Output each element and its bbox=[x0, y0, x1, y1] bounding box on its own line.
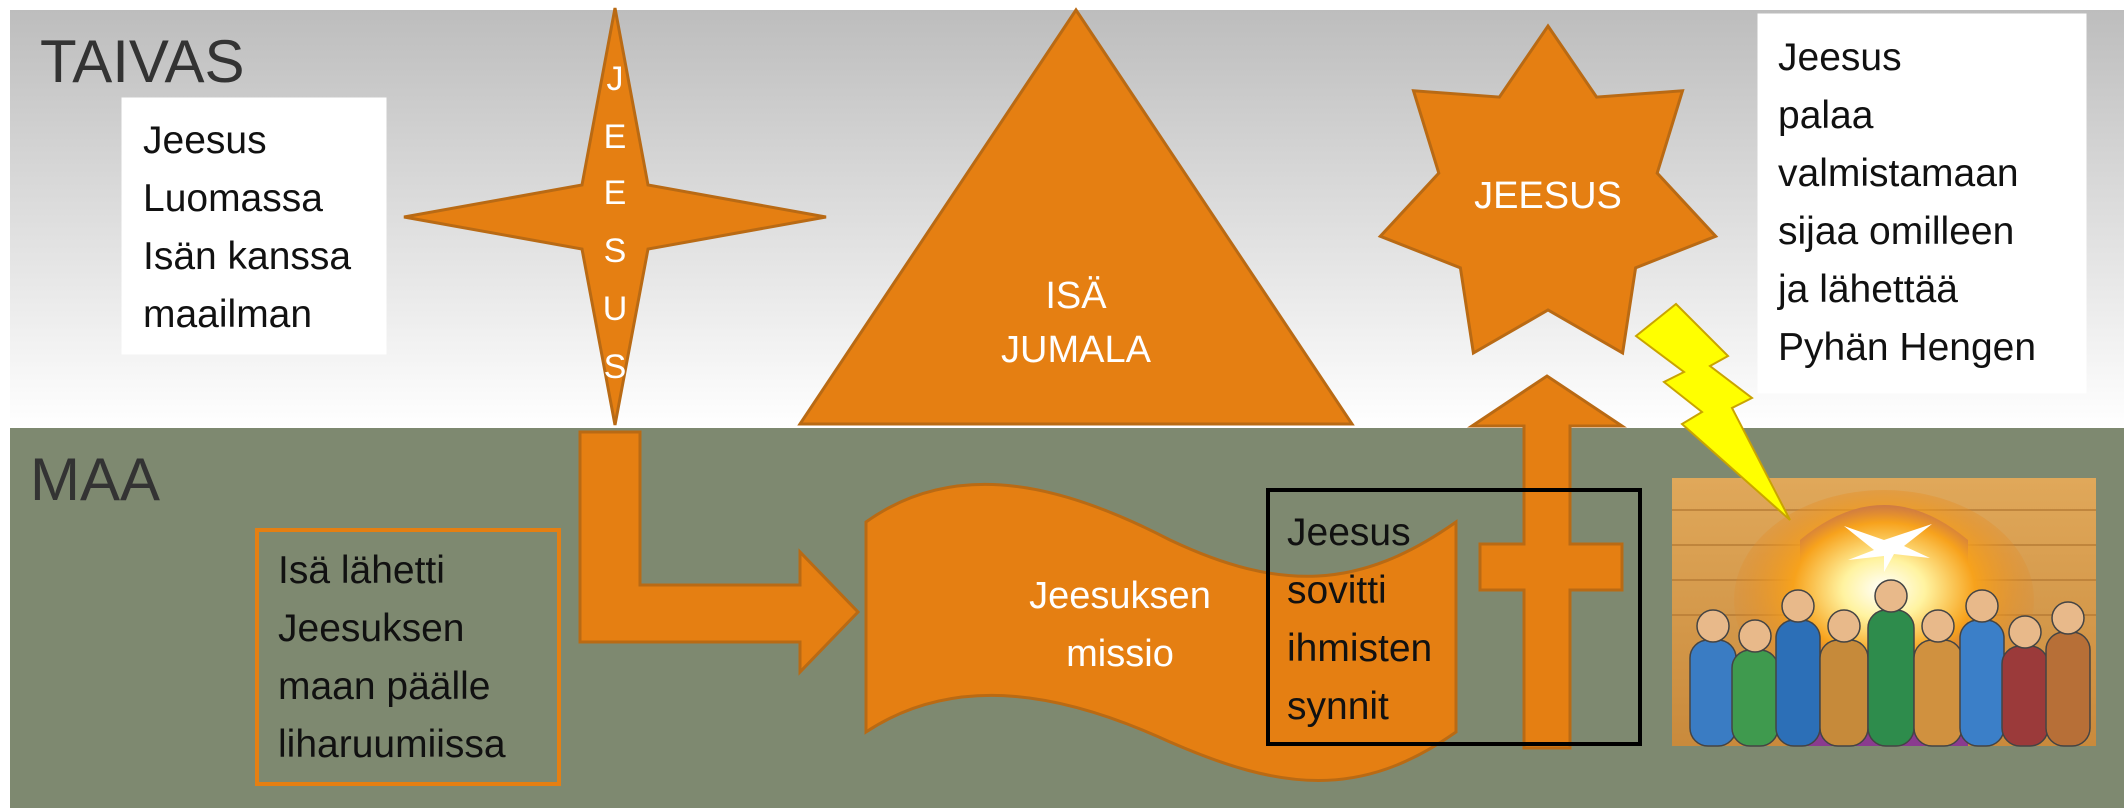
star-letter-1: J bbox=[607, 60, 624, 98]
lightning-bolt bbox=[1634, 302, 1791, 521]
return-line: Jeesus bbox=[1778, 36, 1902, 79]
atonement-box bbox=[1266, 488, 1642, 746]
cross-arrow bbox=[1467, 374, 1627, 750]
creation-line: Jeesus bbox=[143, 119, 267, 162]
creation-line: maailman bbox=[143, 293, 313, 336]
triangle-line-2: JUMALA bbox=[1001, 329, 1152, 371]
triangle-line-1: ISÄ bbox=[1045, 275, 1107, 317]
star-letter-3: E bbox=[604, 174, 627, 212]
sent-line: maan päälle bbox=[278, 665, 491, 708]
atonement-line: synnit bbox=[1287, 685, 1389, 728]
creation-line: Isän kanssa bbox=[143, 235, 352, 278]
atonement-text: Jeesus sovitti ihmisten synnit bbox=[1287, 504, 1432, 736]
atonement-line: Jeesus bbox=[1287, 511, 1411, 554]
star-letter-5: U bbox=[603, 290, 628, 328]
return-line: valmistamaan bbox=[1778, 152, 2019, 195]
sun-label: JEESUS bbox=[1474, 175, 1622, 217]
banner-line-1: Jeesuksen bbox=[1029, 575, 1211, 617]
heaven-label: TAIVAS bbox=[40, 28, 245, 95]
sent-line: Isä lähetti bbox=[278, 549, 445, 592]
return-box bbox=[1757, 13, 2087, 394]
creation-line: Luomassa bbox=[143, 177, 323, 220]
mission-banner bbox=[864, 483, 1458, 782]
return-line: ja lähettää bbox=[1778, 268, 1958, 311]
sent-box bbox=[255, 528, 561, 786]
return-line: Pyhän Hengen bbox=[1778, 326, 2037, 369]
pentecost-illustration-icon bbox=[1672, 478, 2096, 747]
sent-arrow bbox=[578, 430, 861, 676]
star-letter-6: S bbox=[604, 348, 627, 386]
creation-box bbox=[121, 97, 387, 355]
father-triangle bbox=[797, 7, 1355, 426]
seven-point-star bbox=[1377, 23, 1719, 356]
earth-label: MAA bbox=[30, 446, 160, 513]
atonement-line: ihmisten bbox=[1287, 627, 1433, 670]
return-line: palaa bbox=[1778, 94, 1874, 137]
sent-line: Jeesuksen bbox=[278, 607, 465, 650]
star-letter-2: E bbox=[604, 118, 627, 156]
star-letter-4: S bbox=[604, 232, 627, 270]
sent-text: Isä lähetti Jeesuksen maan päälle liharu… bbox=[278, 542, 506, 774]
four-point-star bbox=[403, 7, 827, 426]
return-text: Jeesus palaa valmistamaan sijaa omilleen… bbox=[1778, 29, 2036, 377]
sent-line: liharuumiissa bbox=[278, 723, 506, 766]
creation-text: Jeesus Luomassa Isän kanssa maailman bbox=[143, 112, 351, 344]
return-line: sijaa omilleen bbox=[1778, 210, 2015, 253]
banner-line-2: missio bbox=[1066, 633, 1174, 675]
atonement-line: sovitti bbox=[1287, 569, 1387, 612]
